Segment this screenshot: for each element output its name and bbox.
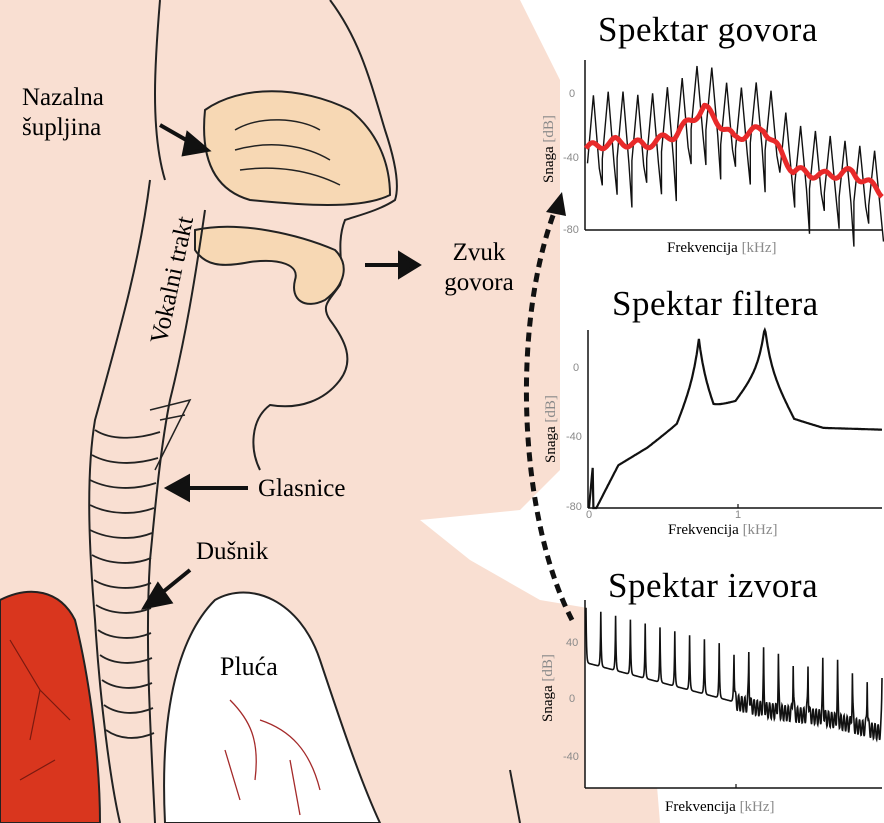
speech-y-tick-2: -80 (563, 224, 579, 236)
speech-x-axis-label-unit: [kHz] (742, 240, 777, 256)
nasal-cavity-label: Nazalna šupljina (22, 83, 104, 143)
speech-y-axis-label-unit: [dB] (541, 115, 557, 143)
filter-y-tick-2: -80 (566, 501, 582, 513)
filter-x-axis-label: Frekvencija [kHz] (668, 522, 778, 539)
trachea-label: Dušnik (196, 537, 268, 567)
speech-y-axis-label-text: Snaga (541, 146, 557, 183)
speech-spectrum-chart (585, 60, 884, 247)
filter-x-axis-label-unit: [kHz] (743, 522, 778, 538)
speech-sound-label-line2: govora (424, 268, 534, 298)
source-y-axis-label: Snaga [dB] (540, 654, 557, 722)
speech-spectrum-title: Spektar govora (598, 10, 818, 50)
source-y-tick-0: 40 (566, 637, 578, 649)
filter-spectrum-title: Spektar filtera (612, 284, 819, 324)
source-y-axis-label-unit: [dB] (540, 654, 556, 682)
nasal-cavity-label-line2: šupljina (22, 113, 104, 143)
source-y-tick-2: -40 (563, 751, 579, 763)
lungs-label: Pluća (220, 652, 278, 682)
speech-x-axis-label-text: Frekvencija (667, 240, 738, 256)
source-spectrum-chart (585, 600, 882, 788)
filter-y-axis-label-text: Snaga (543, 426, 559, 463)
speech-y-tick-1: -40 (563, 152, 579, 164)
filter-y-tick-1: -40 (566, 431, 582, 443)
filter-chart-plot-area (588, 330, 882, 508)
filter-x-tick-label-0: 0 (586, 509, 592, 521)
nasal-cavity-label-line1: Nazalna (22, 83, 104, 113)
source-y-tick-1: 0 (569, 693, 575, 705)
source-x-axis-label: Frekvencija [kHz] (665, 799, 775, 816)
speech-y-axis-label: Snaga [dB] (541, 115, 558, 183)
speech-y-tick-0: 0 (569, 88, 575, 100)
filter-x-tick-label-1: 1 (735, 509, 741, 521)
filter-y-axis-label-unit: [dB] (543, 395, 559, 423)
source-y-axis-label-text: Snaga (540, 685, 556, 722)
filter-y-tick-0: 0 (573, 362, 579, 374)
filter-y-axis-label: Snaga [dB] (543, 395, 560, 463)
filter-spectrum-chart (588, 330, 882, 508)
source-x-axis-label-unit: [kHz] (740, 799, 775, 815)
source-x-axis-label-text: Frekvencija (665, 799, 736, 815)
speech-sound-label-line1: Zvuk (424, 238, 534, 268)
source-spectrum-title: Spektar izvora (608, 566, 818, 606)
speech-sound-label: Zvuk govora (424, 238, 534, 298)
filter-x-axis-label-text: Frekvencija (668, 522, 739, 538)
vocal-cords-label: Glasnice (258, 474, 345, 504)
speech-x-axis-label: Frekvencija [kHz] (667, 240, 777, 257)
